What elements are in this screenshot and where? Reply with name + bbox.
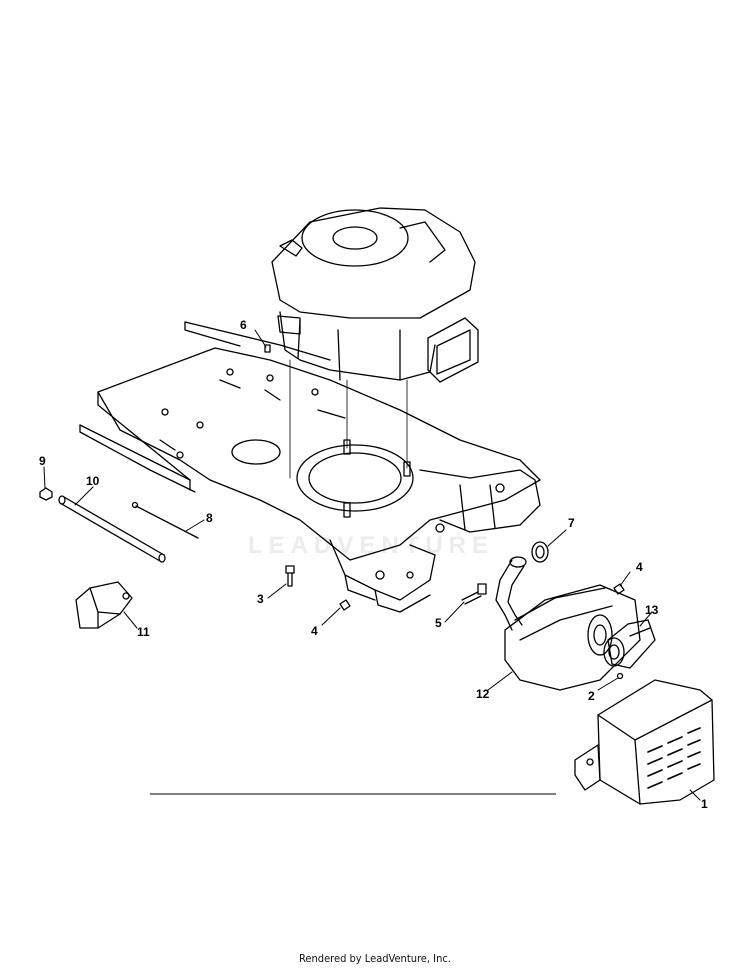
- frame: [79, 321, 541, 613]
- exhaust-pipe: [495, 556, 527, 631]
- callout-13: 13: [645, 603, 659, 617]
- part-9-nut: [39, 487, 53, 501]
- callout-12: 12: [476, 687, 490, 701]
- callout-4-left: 4: [311, 624, 318, 638]
- callout-4-right: 4: [636, 560, 643, 574]
- callout-11: 11: [137, 625, 150, 639]
- leader-lines: [43, 329, 701, 801]
- callout-3: 3: [257, 592, 264, 606]
- callout-8: 8: [206, 511, 213, 525]
- watermark: LEADVENTURE: [248, 532, 494, 559]
- part-2-screw: [616, 672, 624, 680]
- callout-10: 10: [86, 474, 100, 488]
- engine: [271, 207, 479, 479]
- part-7-gasket: [531, 541, 549, 563]
- footer-credit: Rendered by LeadVenture, Inc.: [299, 952, 451, 965]
- part-11-guard: [75, 581, 133, 629]
- part-4-nut-right: [613, 583, 625, 595]
- callout-7: 7: [568, 516, 575, 530]
- callout-1: 1: [701, 797, 708, 811]
- callout-9: 9: [39, 454, 46, 468]
- part-10-rod: [58, 495, 166, 563]
- callout-labels: 1 2 3 4 4 5 6 7 8 9 10 11 12 13: [39, 318, 708, 811]
- part-12-muffler: [504, 584, 641, 691]
- part-1-heat-shield: [574, 679, 715, 805]
- stud: [343, 439, 351, 455]
- part-3-bolt: [285, 565, 295, 587]
- callout-6: 6: [240, 318, 247, 332]
- callout-5: 5: [435, 616, 442, 630]
- part-13-arrestor: [603, 619, 656, 669]
- stud: [343, 502, 351, 518]
- part-5-bolt: [461, 583, 487, 605]
- part-4-nut-left: [339, 599, 351, 611]
- part-6-pin: [264, 344, 271, 353]
- callout-2: 2: [588, 689, 595, 703]
- stud: [403, 461, 411, 477]
- part-8-rod: [131, 501, 199, 539]
